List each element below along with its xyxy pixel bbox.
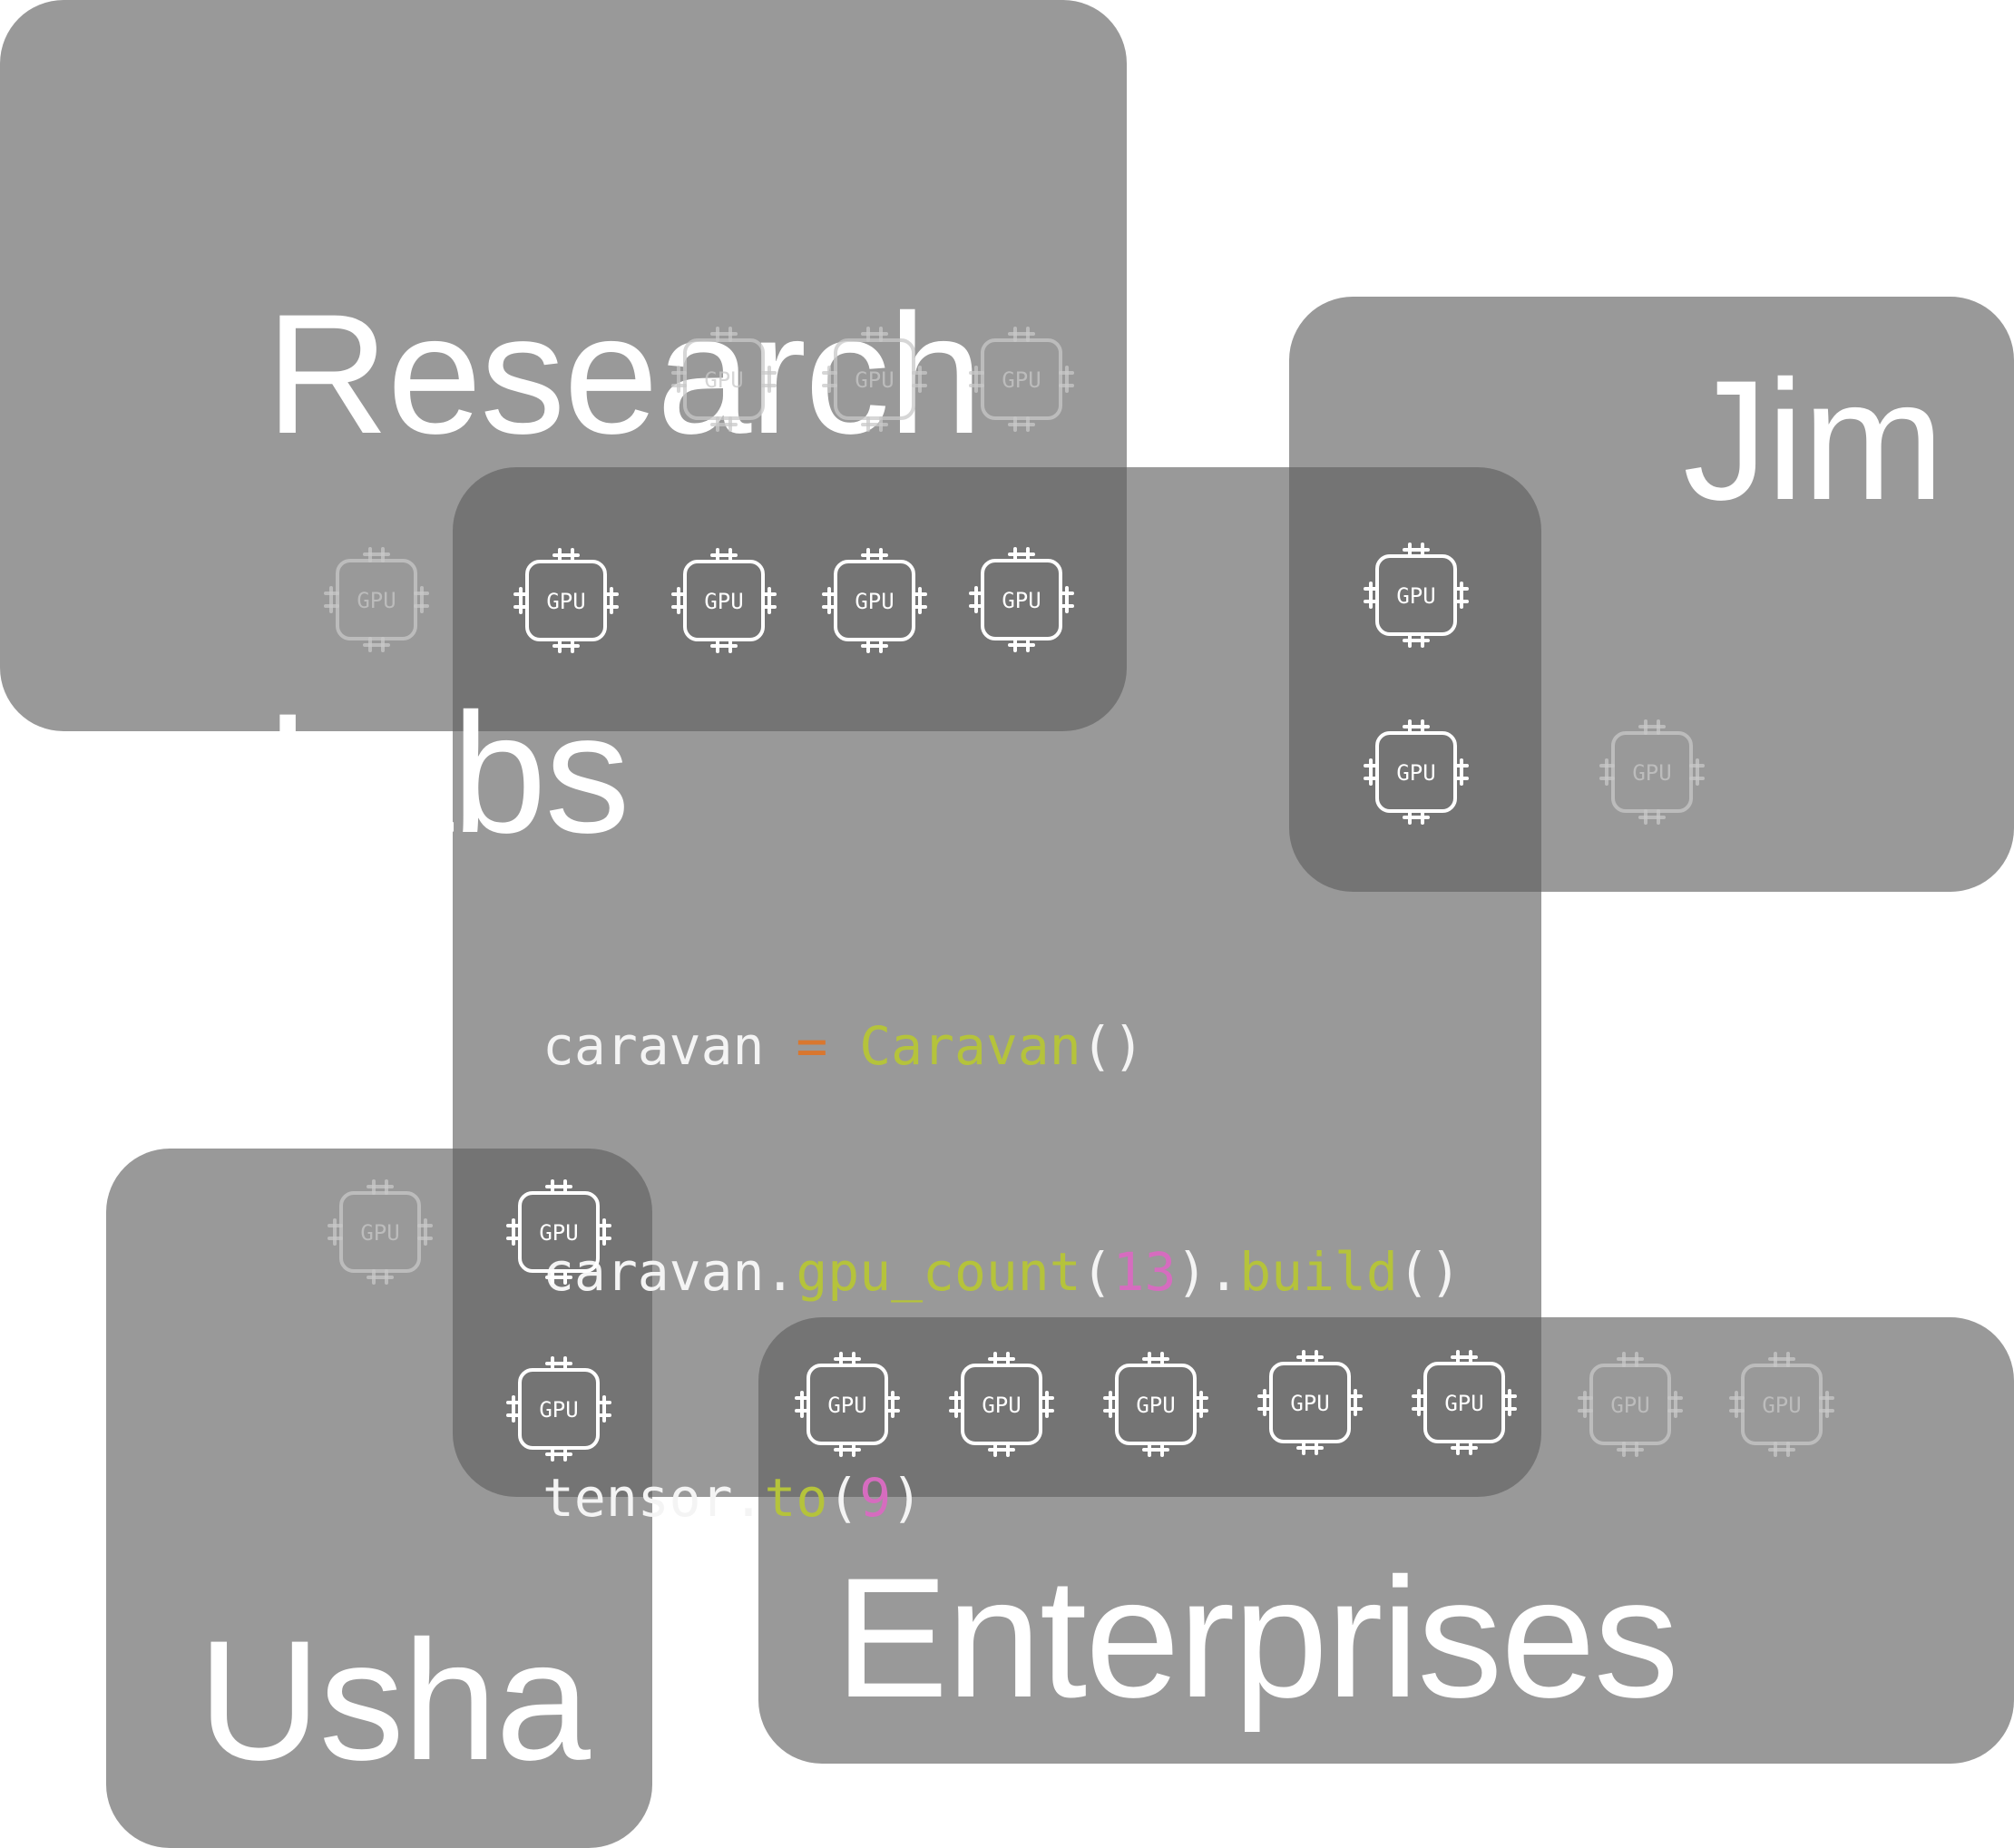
gpu-chip-icon: GPU (1364, 719, 1469, 825)
gpu-chip-icon: GPU (506, 1356, 611, 1462)
gpu-chip-label: GPU (1002, 367, 1041, 393)
gpu-chip-label: GPU (357, 588, 396, 613)
code-token: () (1397, 1241, 1462, 1303)
code-token: to (764, 1467, 828, 1529)
gpu-chip-label: GPU (360, 1220, 399, 1246)
code-token: caravan (543, 1015, 797, 1077)
jim-title: Jim (1683, 345, 1944, 535)
code-token: gpu_count (796, 1241, 1081, 1303)
code-token: 9 (859, 1467, 892, 1529)
code-token: ). (1176, 1241, 1240, 1303)
code-token: build (1239, 1241, 1398, 1303)
code-line-2: caravan.gpu_count(13).build() (543, 1235, 1462, 1310)
gpu-chip-icon: GPU (795, 1352, 900, 1457)
gpu-chip-label: GPU (1396, 760, 1435, 786)
gpu-chip-label: GPU (855, 367, 894, 393)
gpu-chip-icon: GPU (822, 548, 927, 653)
gpu-chip-label: GPU (1396, 583, 1435, 609)
gpu-chip-icon: GPU (1729, 1352, 1834, 1457)
gpu-chip-icon: GPU (671, 548, 777, 653)
code-token: 13 (1112, 1241, 1177, 1303)
gpu-chip-label: GPU (1610, 1393, 1649, 1418)
research-labs-title: Research Labs (83, 74, 983, 1072)
gpu-chip-icon: GPU (949, 1352, 1054, 1457)
gpu-chip-icon: GPU (1364, 543, 1469, 648)
gpu-chip-icon: GPU (513, 548, 619, 653)
code-token: = (796, 1015, 828, 1077)
gpu-chip-label: GPU (546, 589, 585, 614)
gpu-chip-icon: GPU (969, 327, 1074, 432)
gpu-chip-icon: GPU (969, 547, 1074, 652)
enterprises-title: Enterprises (835, 1542, 1679, 1733)
gpu-chip-icon: GPU (1578, 1352, 1683, 1457)
gpu-chip-label: GPU (1444, 1391, 1483, 1416)
code-token: ( (827, 1467, 860, 1529)
gpu-chip-icon: GPU (328, 1179, 433, 1285)
gpu-chip-icon: GPU (1599, 719, 1705, 825)
gpu-chip-label: GPU (1136, 1393, 1175, 1418)
gpu-chip-icon: GPU (671, 327, 777, 432)
gpu-chip-icon: GPU (506, 1179, 611, 1285)
gpu-chip-label: GPU (827, 1393, 866, 1418)
code-token: Caravan (859, 1015, 1081, 1077)
gpu-chip-label: GPU (1762, 1393, 1801, 1418)
gpu-chip-label: GPU (539, 1220, 578, 1246)
code-token (827, 1015, 859, 1077)
code-token: ) (891, 1467, 924, 1529)
research-labs-title-line1: Research (265, 279, 983, 469)
gpu-chip-label: GPU (704, 367, 743, 393)
research-labs-title-line2: Labs (265, 678, 631, 868)
code-line-3: tensor.to(9) (543, 1461, 1462, 1536)
usha-title: Usha (198, 1605, 591, 1795)
code-token: () (1080, 1015, 1145, 1077)
code-token: tensor. (543, 1467, 765, 1529)
gpu-chip-label: GPU (1632, 760, 1671, 786)
code-line-1: caravan = Caravan() (543, 1009, 1462, 1084)
gpu-chip-icon: GPU (1412, 1350, 1517, 1455)
gpu-chip-icon: GPU (324, 547, 429, 652)
gpu-chip-label: GPU (1290, 1391, 1329, 1416)
gpu-chip-label: GPU (1002, 588, 1041, 613)
gpu-chip-icon: GPU (822, 327, 927, 432)
gpu-chip-label: GPU (539, 1397, 578, 1423)
gpu-chip-icon: GPU (1103, 1352, 1208, 1457)
code-token: ( (1080, 1241, 1113, 1303)
gpu-chip-label: GPU (982, 1393, 1021, 1418)
code-snippet: caravan = Caravan() caravan.gpu_count(13… (543, 858, 1462, 1687)
gpu-chip-icon: GPU (1257, 1350, 1363, 1455)
gpu-chip-label: GPU (855, 589, 894, 614)
gpu-chip-label: GPU (704, 589, 743, 614)
